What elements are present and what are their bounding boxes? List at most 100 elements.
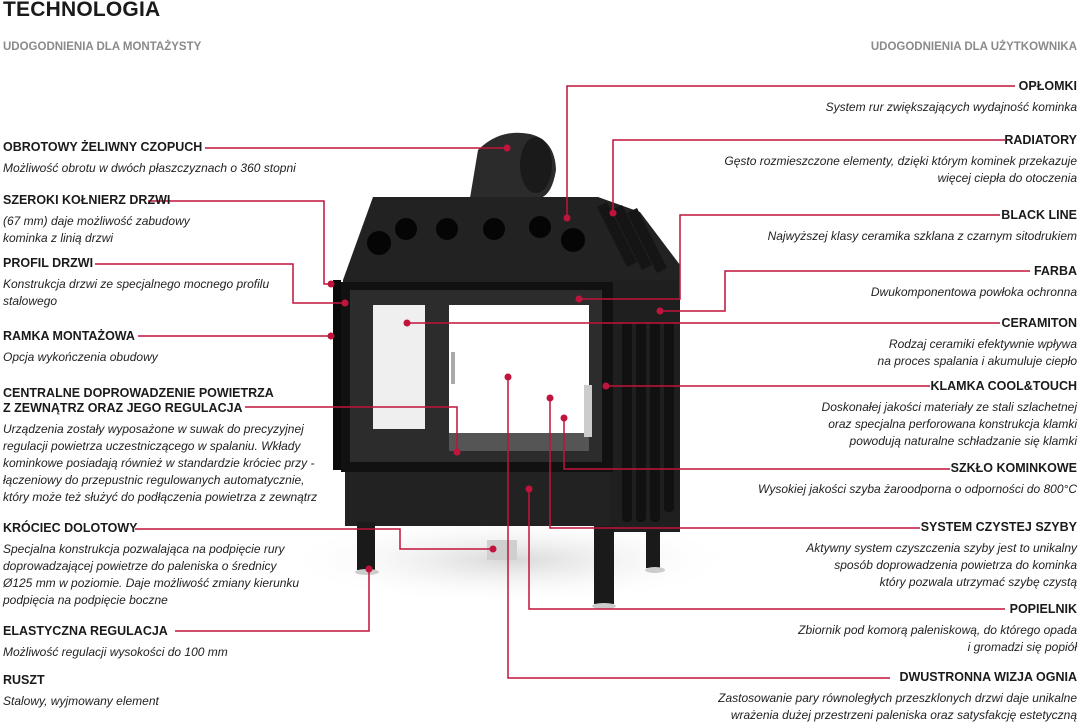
leader-lines xyxy=(95,85,1030,679)
leader-line xyxy=(95,263,345,304)
radiator-fins-side xyxy=(622,322,674,522)
leader-dots xyxy=(327,144,664,573)
feature-item: CENTRALNE DOPROWADZENIE POWIETRZA Z ZEWN… xyxy=(3,386,343,506)
leader-line xyxy=(245,406,458,452)
leg xyxy=(594,526,614,604)
feature-description: System rur zwiększających wydajność komi… xyxy=(825,100,1077,114)
radiator-fins-top xyxy=(597,202,667,273)
feature-item: RUSZT Stalowy, wyjmowany element xyxy=(3,673,343,710)
feature-item: SZEROKI KOŁNIERZ DRZWI (67 mm) daje możli… xyxy=(3,193,343,247)
feature-title: PROFIL DRZWI xyxy=(3,256,94,270)
leader-line xyxy=(175,569,370,632)
feature-description: Gęsto rozmieszczone elementy, dzięki któ… xyxy=(724,154,1077,185)
feature-title: KRÓCIEC DOLOTOWY xyxy=(3,521,138,535)
leader-line xyxy=(135,528,493,550)
user-header: UDOGODNIENIA DLA UŻYTKOWNIKA xyxy=(870,41,1077,53)
leader-dot xyxy=(453,448,461,456)
feature-description: Najwyższej klasy ceramika szklana z czar… xyxy=(767,229,1077,243)
feature-item: KLAMKA COOL&TOUCH Doskonałej jakości mate… xyxy=(657,379,1077,450)
feature-description: Zastosowanie pary równoległych przeszklo… xyxy=(718,691,1077,722)
leader-line xyxy=(563,418,950,470)
feature-title: OBROTOWY ŻELIWNY CZOPUCH xyxy=(3,140,203,154)
feature-description: Możliwość obrotu w dwóch płaszczyznach o… xyxy=(3,161,296,175)
feature-item: ELASTYCZNA REGULACJA Możliwość regulacji … xyxy=(3,624,343,661)
leader-dot xyxy=(602,382,610,390)
leader-dot xyxy=(609,209,617,217)
heat-tubes xyxy=(367,216,585,255)
feature-item: RADIATORY Gęsto rozmieszczone elementy, d… xyxy=(657,133,1077,187)
feature-item: SYSTEM CZYSTEJ SZYBY Aktywny system czysz… xyxy=(657,520,1077,591)
feature-description: Wysokiej jakości szyba żaroodporna o odp… xyxy=(758,482,1077,496)
feature-item: FARBA Dwukomponentowa powłoka ochronna xyxy=(657,264,1077,301)
leader-dot xyxy=(575,295,583,303)
leader-dot xyxy=(365,565,373,573)
leader-dot xyxy=(327,332,335,340)
feature-title: OPŁOMKI xyxy=(1018,79,1077,93)
leader-line xyxy=(660,270,1030,312)
feature-item: OPŁOMKI System rur zwiększających wydajno… xyxy=(657,79,1077,116)
mounting-frame xyxy=(333,280,341,470)
leader-line xyxy=(566,85,1015,218)
leader-dot xyxy=(503,144,511,152)
feature-description: Rodzaj ceramiki efektywnie wpływa na pro… xyxy=(877,337,1077,368)
leader-dot xyxy=(327,280,335,288)
leader-dot xyxy=(504,373,512,381)
feature-title: RUSZT xyxy=(3,673,45,687)
ceramiton-panel xyxy=(373,305,425,429)
leader-line xyxy=(549,398,920,529)
feature-item: CERAMITON Rodzaj ceramiki efektywnie wpły… xyxy=(657,316,1077,370)
feature-title: BLACK LINE xyxy=(1001,208,1077,222)
feature-description: Doskonałej jakości materiały ze stali sz… xyxy=(821,400,1077,448)
feature-description: Aktywny system czyszczenia szyby jest to… xyxy=(806,541,1077,589)
feature-item: BLACK LINE Najwyższej klasy ceramika szkl… xyxy=(657,208,1077,245)
feature-title: SZEROKI KOŁNIERZ DRZWI xyxy=(3,193,171,207)
feature-item: POPIELNIK Zbiornik pod komorą paleniskową… xyxy=(657,602,1077,656)
feature-description: Możliwość regulacji wysokości do 100 mm xyxy=(3,645,228,659)
feature-item: PROFIL DRZWI Konstrukcja drzwi ze specjal… xyxy=(3,256,343,310)
leader-dot xyxy=(563,214,571,222)
feature-description: Stalowy, wyjmowany element xyxy=(3,694,159,708)
feature-title: KLAMKA COOL&TOUCH xyxy=(930,379,1077,393)
feature-item: DWUSTRONNA WIZJA OGNIA Zastosowanie pary … xyxy=(657,670,1077,724)
feature-title: FARBA xyxy=(1033,264,1077,278)
feature-description: Urządzenia zostały wyposażone w suwak do… xyxy=(3,422,318,504)
feature-description: Dwukomponentowa powłoka ochronna xyxy=(870,285,1077,299)
feature-description: Konstrukcja drzwi ze specjalnego mocnego… xyxy=(3,277,270,308)
leader-line xyxy=(579,214,1000,300)
handle xyxy=(584,385,592,437)
installer-header: UDOGODNIENIA DLA MONTAŻYSTY xyxy=(3,41,202,53)
fireplace-insert xyxy=(333,132,680,609)
feature-title: RADIATORY xyxy=(1004,133,1077,147)
leader-dot xyxy=(489,545,497,553)
feature-item: KRÓCIEC DOLOTOWY Specjalna konstrukcja po… xyxy=(3,521,343,609)
feature-title: ELASTYCZNA REGULACJA xyxy=(3,624,168,638)
feature-title: POPIELNIK xyxy=(1009,602,1077,616)
grate xyxy=(449,433,589,451)
leader-dot xyxy=(560,414,568,422)
leader-line xyxy=(528,489,1005,610)
feature-item: OBROTOWY ŻELIWNY CZOPUCH Możliwość obrotu… xyxy=(3,140,343,177)
leader-line xyxy=(507,377,890,679)
feature-title: SZKŁO KOMINKOWE xyxy=(950,461,1077,475)
feature-title: DWUSTRONNA WIZJA OGNIA xyxy=(899,670,1077,684)
leader-dot xyxy=(341,299,349,307)
page-title: TECHNOLOGIA xyxy=(3,0,161,21)
feature-title: SYSTEM CZYSTEJ SZYBY xyxy=(920,520,1077,534)
leader-dot xyxy=(525,485,533,493)
leader-line xyxy=(612,139,1005,213)
ash-box xyxy=(345,468,610,526)
fire-window xyxy=(449,305,589,433)
leg xyxy=(357,522,375,570)
air-intake-pipe xyxy=(487,540,517,560)
leader-dot xyxy=(546,394,554,402)
feature-title: CERAMITON xyxy=(1001,316,1077,330)
feature-description: Zbiornik pod komorą paleniskową, do któr… xyxy=(798,623,1077,654)
feature-description: Specjalna konstrukcja pozwalająca na pod… xyxy=(3,542,300,607)
inner-handle xyxy=(451,352,455,384)
feature-description: (67 mm) daje możliwość zabudowy kominka … xyxy=(3,214,190,245)
feature-item: SZKŁO KOMINKOWE Wysokiej jakości szyba ża… xyxy=(657,461,1077,498)
feature-title: RAMKA MONTAŻOWA xyxy=(3,329,135,343)
top-hood xyxy=(343,197,680,282)
leader-dot xyxy=(403,319,411,327)
